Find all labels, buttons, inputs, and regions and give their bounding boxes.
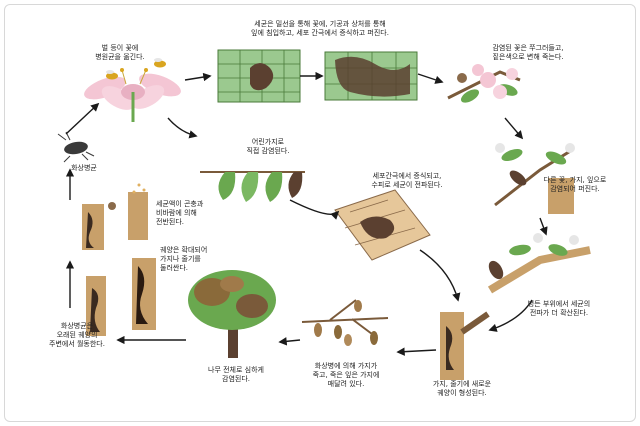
bee-icon	[106, 58, 166, 80]
bark-tissue-icon	[334, 189, 431, 261]
tree-icon	[188, 270, 276, 358]
label-canker-expand: 궤양은 확대되어 가지나 줄기를 둘러싼다.	[160, 246, 208, 272]
label-intercellular: 세포간극에서 증식되고, 수피로 세균이 전파된다.	[371, 172, 443, 189]
trunk-canker-icon	[440, 311, 490, 380]
label-overwinter: 화상병균은 오래된 궤양의 주변에서 월동한다.	[49, 322, 105, 348]
label-blossom-wilt: 감염된 꽃은 쭈그러들고, 짙은색으로 변해 죽는다.	[492, 44, 564, 61]
label-insect: 화상병균	[71, 164, 97, 172]
infected-branch-icon	[494, 143, 575, 214]
label-new-canker: 가지, 줄기에 새로운 궤양이 형성된다.	[432, 380, 492, 397]
insect-icon	[57, 131, 95, 163]
flower-icon	[84, 68, 181, 122]
label-young-branch: 어린가지로 직접 감염된다.	[246, 138, 290, 155]
label-spread: 다른 꽃, 가지, 잎으로 감염되어 퍼진다.	[543, 176, 607, 193]
label-dead-leaves: 화상병에 의해 가지가 죽고, 죽은 잎은 가지에 매달려 있다.	[312, 362, 380, 388]
canker-icon	[82, 183, 156, 336]
infected-branch-lower-icon	[487, 233, 591, 294]
young-branch-icon	[200, 171, 305, 202]
label-infection: 세균은 밀선을 통해 꽃에, 기공과 상처를 통해 잎에 침입하고, 세포 간극…	[251, 20, 389, 37]
dead-branch-icon	[301, 299, 389, 346]
label-lesion-spread: 병든 부위에서 세균의 전파가 더 확산된다.	[527, 300, 591, 317]
leaf-tissue-icon	[217, 49, 418, 103]
diagram-frame	[4, 4, 636, 422]
label-bee: 벌 등이 꽃에 병원균을 옮긴다.	[95, 44, 145, 61]
label-whole-tree: 나무 전체로 심하게 감염된다.	[208, 366, 264, 383]
blossom-branch-icon	[447, 64, 521, 103]
cycle-arrows	[65, 71, 548, 356]
label-ooze: 세균액이 곤충과 비바람에 의해 전반된다.	[156, 200, 204, 226]
